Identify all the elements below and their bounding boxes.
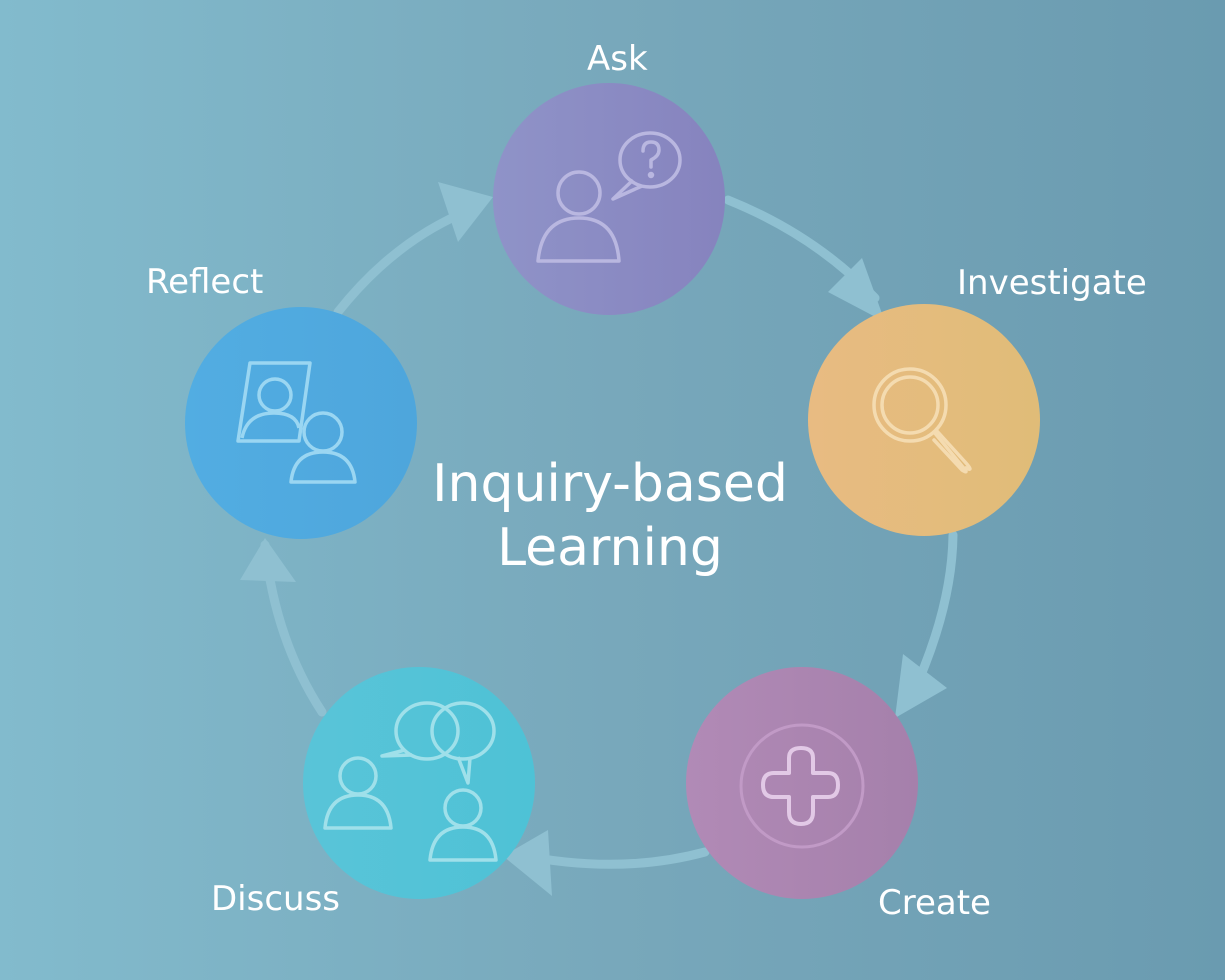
stage-label-reflect: Reflect	[146, 262, 264, 302]
stage-label-investigate: Investigate	[957, 263, 1147, 303]
stage-create-circle	[686, 667, 918, 899]
people-speech-icon	[323, 701, 498, 862]
stage-investigate	[808, 304, 1040, 536]
stage-ask-circle	[493, 83, 725, 315]
arrow-arc-reflect-ask	[333, 205, 475, 317]
arrowhead-ask-investigate	[828, 258, 885, 322]
person-question-icon	[536, 131, 682, 263]
stage-create-ring	[739, 723, 865, 849]
arrowhead-create-discuss	[503, 830, 552, 896]
person-picture-icon	[236, 361, 357, 484]
arrowhead-investigate-create	[895, 654, 947, 718]
stage-ask	[493, 83, 725, 315]
stage-discuss	[303, 667, 535, 899]
diagram-title: Inquiry-based Learning	[380, 452, 840, 580]
diagram-title-line-2: Learning	[497, 518, 723, 578]
stage-create	[686, 667, 918, 899]
stage-reflect	[185, 307, 417, 539]
stage-discuss-circle	[303, 667, 535, 899]
stage-label-ask: Ask	[587, 39, 648, 79]
arrowhead-reflect-ask	[438, 182, 493, 242]
stage-label-discuss: Discuss	[211, 879, 341, 919]
diagram-title-line-1: Inquiry-based	[432, 454, 788, 514]
plus-icon	[761, 746, 840, 826]
stage-investigate-circle	[808, 304, 1040, 536]
cycle-arrowheads	[240, 182, 947, 896]
stage-label-create: Create	[878, 883, 991, 923]
magnifier-icon	[872, 367, 972, 474]
arrowhead-discuss-reflect	[240, 538, 296, 582]
